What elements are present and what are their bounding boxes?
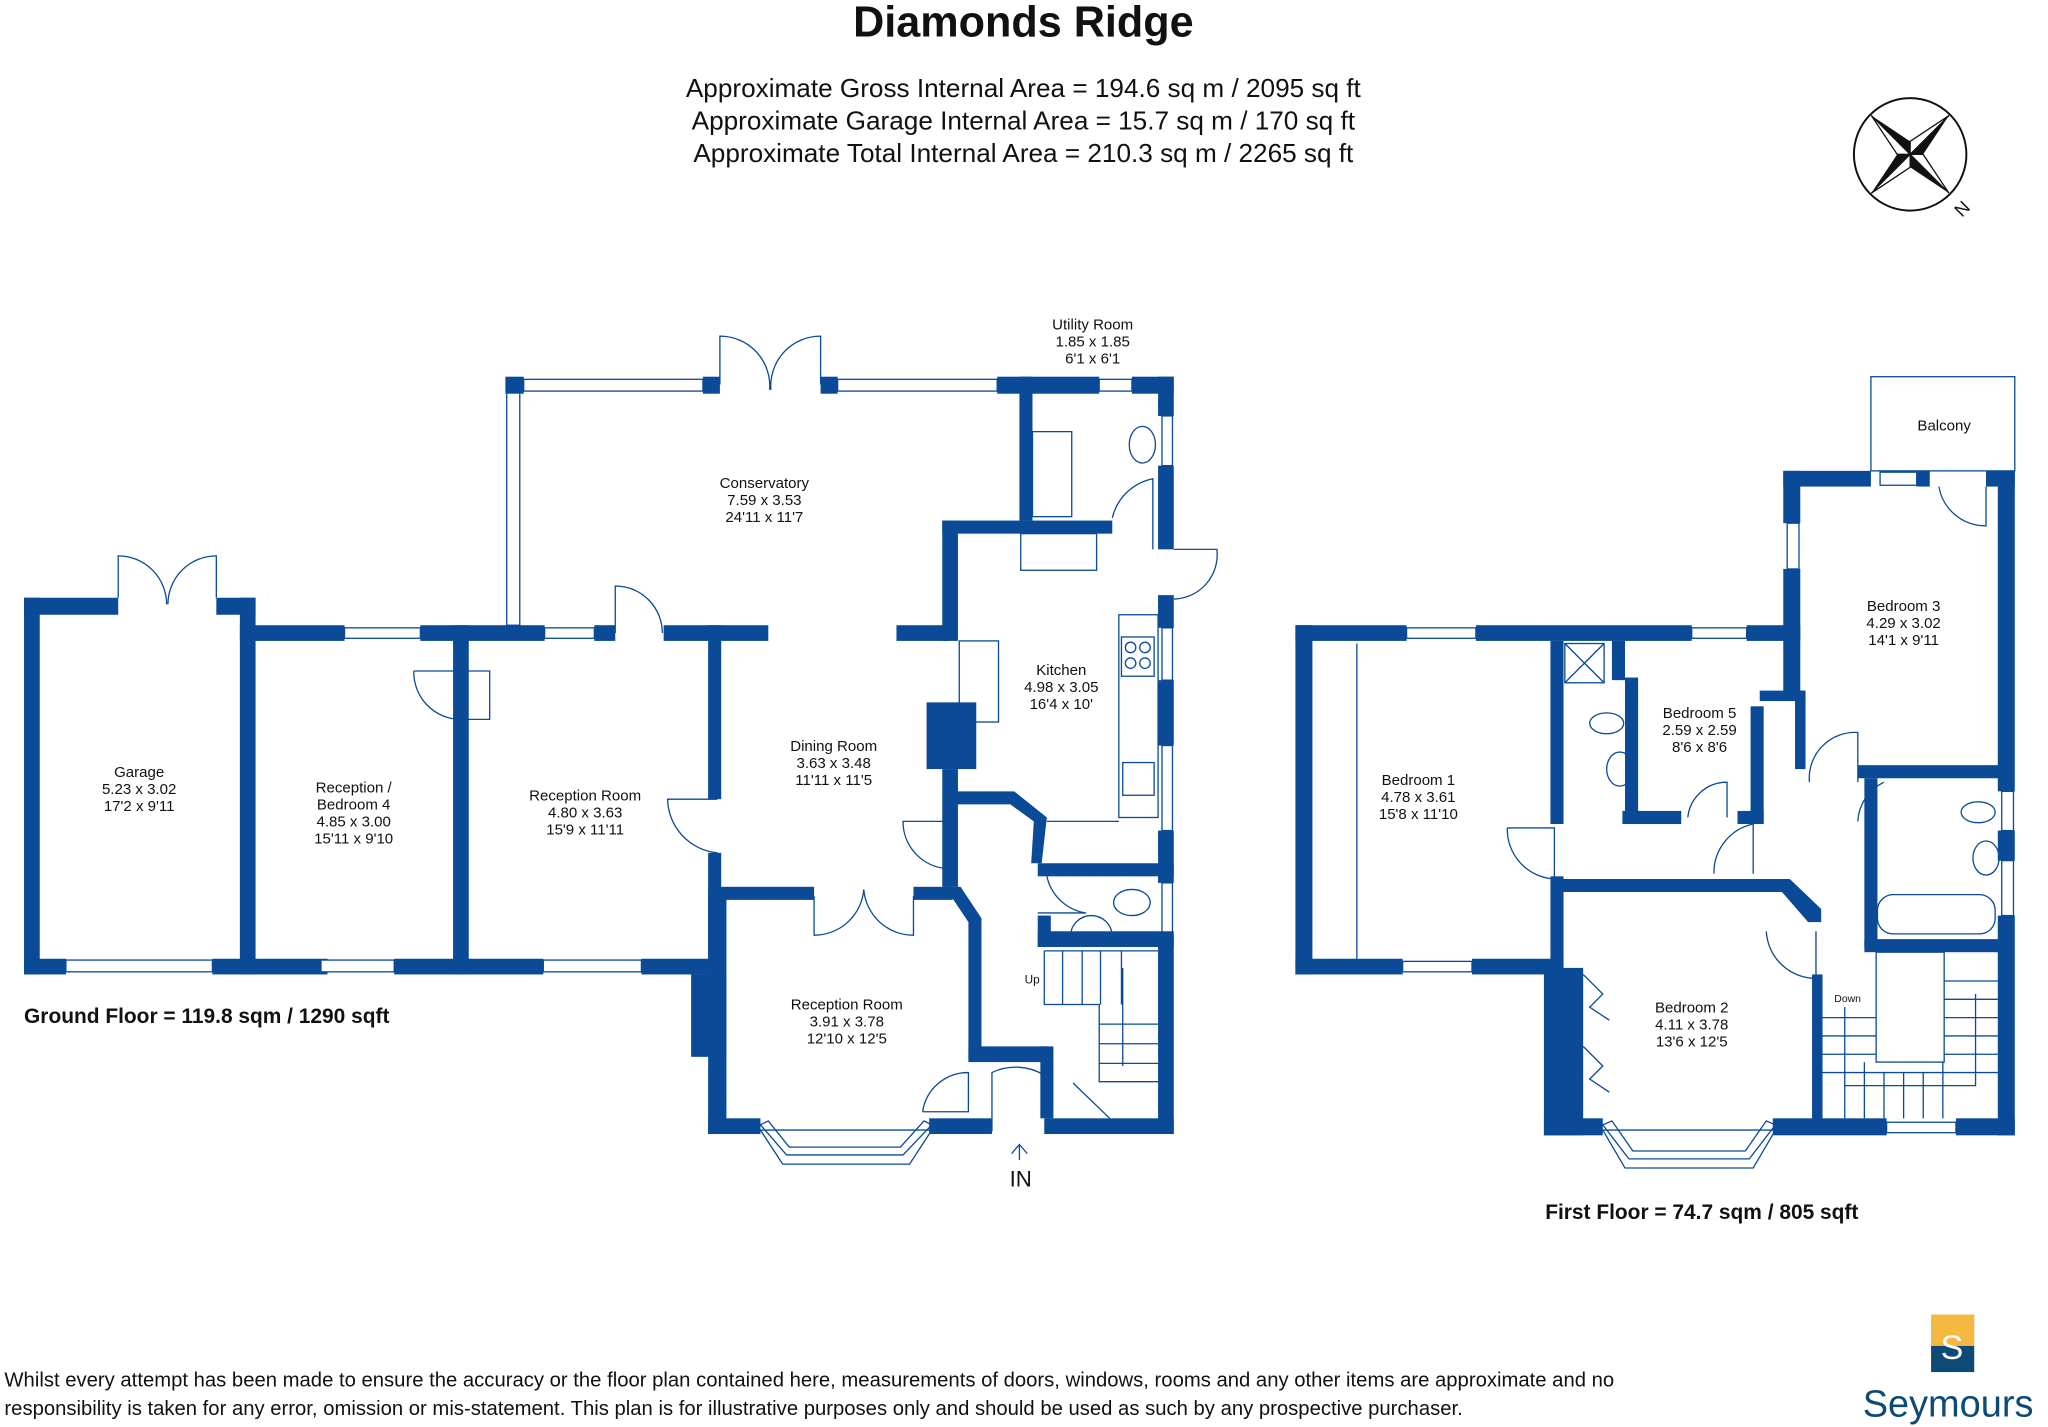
svg-text:4.98 x 3.05: 4.98 x 3.05 [1024,679,1098,696]
svg-text:15'9 x 11'11: 15'9 x 11'11 [546,821,624,838]
svg-text:15'11 x 9'10: 15'11 x 9'10 [314,831,393,848]
svg-text:13'6 x 12'5: 13'6 x 12'5 [1656,1033,1728,1050]
svg-text:11'11 x 11'5: 11'11 x 11'5 [795,772,872,789]
first-floor-walls [1295,376,2016,1169]
plan-title: Diamonds Ridge [853,0,1194,47]
svg-text:2.59 x 2.59: 2.59 x 2.59 [1662,722,1736,739]
svg-text:3.91 x 3.78: 3.91 x 3.78 [810,1014,884,1031]
ground-floor-walls [24,376,1174,1165]
disclaimer-line-1: Whilst every attempt has been made to en… [4,1369,1614,1391]
svg-text:Conservatory: Conservatory [720,475,810,492]
svg-text:6'1 x 6'1: 6'1 x 6'1 [1065,351,1120,368]
svg-text:4.85 x 3.00: 4.85 x 3.00 [316,814,390,831]
svg-text:17'2 x 9'11: 17'2 x 9'11 [104,798,175,815]
svg-text:15'8 x 11'10: 15'8 x 11'10 [1379,806,1458,823]
svg-text:Reception Room: Reception Room [529,787,641,804]
stairs-down-label: Down [1834,994,1861,1005]
svg-text:24'11 x 11'7: 24'11 x 11'7 [725,509,803,526]
svg-text:Bedroom 4: Bedroom 4 [317,797,391,814]
first-floor-area-label: First Floor = 74.7 sqm / 805 sqft [1545,1201,1858,1224]
svg-text:4.11 x 3.78: 4.11 x 3.78 [1655,1016,1728,1033]
svg-text:Garage: Garage [114,764,164,781]
seymours-logo: S Seymours [1863,1314,2034,1426]
svg-text:4.80 x 3.63: 4.80 x 3.63 [548,804,622,821]
total-area: Approximate Total Internal Area = 210.3 … [693,138,1354,168]
svg-text:1.85 x 1.85: 1.85 x 1.85 [1055,334,1129,351]
first-floor-fixtures: Down [1356,486,2002,1119]
compass-icon: N [1852,97,1974,221]
svg-text:S: S [1941,1329,1964,1367]
compass-north-label: N [1950,196,1974,220]
svg-text:Bedroom 5: Bedroom 5 [1663,705,1737,722]
room-bedroom-5: Bedroom 52.59 x 2.598'6 x 8'6 [1662,705,1736,756]
svg-text:Kitchen: Kitchen [1036,662,1086,679]
svg-text:16'4 x 10': 16'4 x 10' [1030,696,1094,713]
svg-text:14'1 x 9'11: 14'1 x 9'11 [1868,632,1939,649]
svg-text:4.29 x 3.02: 4.29 x 3.02 [1866,615,1940,632]
entrance-arrow-icon [1011,1143,1028,1161]
svg-text:Reception /: Reception / [316,780,393,797]
room-balcony: Balcony [1917,417,1971,434]
ground-floor-fixtures: Up IN [117,335,1218,1191]
garage-area: Approximate Garage Internal Area = 15.7 … [692,105,1356,135]
gross-area: Approximate Gross Internal Area = 194.6 … [686,73,1362,103]
svg-text:Reception Room: Reception Room [791,997,903,1014]
svg-text:Bedroom 3: Bedroom 3 [1867,598,1941,615]
svg-text:Bedroom 2: Bedroom 2 [1655,999,1729,1016]
svg-text:3.63 x 3.48: 3.63 x 3.48 [796,755,870,772]
ground-floor-area-label: Ground Floor = 119.8 sqm / 1290 sqft [24,1005,389,1028]
svg-text:Dining Room: Dining Room [790,738,877,755]
svg-text:4.78 x 3.61: 4.78 x 3.61 [1381,789,1455,806]
svg-text:7.59 x 3.53: 7.59 x 3.53 [727,492,801,509]
entrance-label: IN [1010,1166,1032,1191]
stairs-up-label: Up [1025,974,1040,987]
svg-text:Utility Room: Utility Room [1052,317,1133,334]
logo-wordmark: Seymours [1863,1384,2034,1426]
svg-text:12'10 x 12'5: 12'10 x 12'5 [807,1031,887,1048]
svg-text:Bedroom 1: Bedroom 1 [1382,772,1456,789]
svg-text:8'6 x 8'6: 8'6 x 8'6 [1672,739,1727,756]
svg-text:5.23 x 3.02: 5.23 x 3.02 [102,781,176,798]
disclaimer-line-2: responsibility is taken for any error, o… [4,1398,1462,1420]
